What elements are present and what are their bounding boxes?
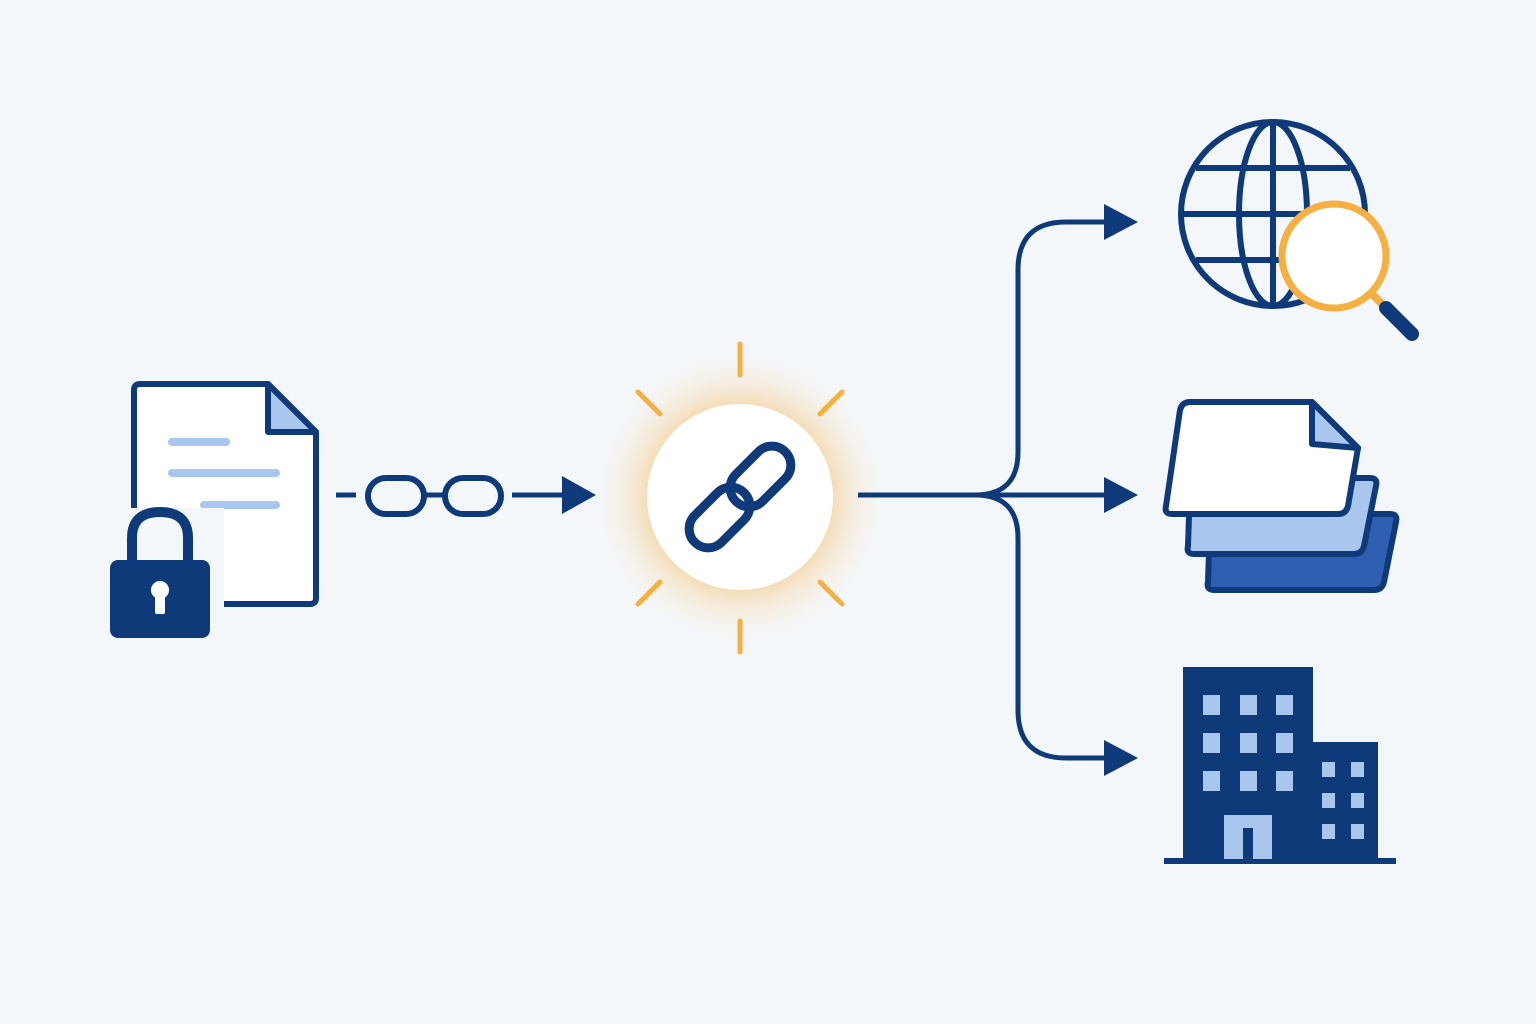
padlock-icon bbox=[100, 506, 224, 648]
branch-bottom bbox=[974, 492, 1110, 761]
office-building-icon bbox=[1164, 667, 1396, 864]
arrow-head-icon bbox=[1104, 477, 1138, 513]
building-windows bbox=[1203, 695, 1364, 839]
branch-top bbox=[974, 219, 1110, 498]
branch-connectors bbox=[858, 219, 1110, 761]
chain-connector bbox=[336, 475, 596, 517]
arrow-head-icon bbox=[562, 476, 596, 514]
chain-link-2 bbox=[442, 475, 504, 517]
arrow-head-icon bbox=[1104, 204, 1138, 240]
sparkle-rays bbox=[635, 341, 845, 655]
document-fold bbox=[1309, 399, 1361, 451]
building-door bbox=[1224, 815, 1272, 859]
globe-search-icon bbox=[1178, 119, 1419, 341]
arrow-head-icon bbox=[1104, 740, 1138, 776]
magnifier-icon bbox=[1278, 200, 1419, 341]
chain-link-1 bbox=[365, 475, 427, 517]
link-icon bbox=[684, 441, 796, 553]
hub-link-node bbox=[595, 341, 885, 655]
stacked-documents-icon bbox=[1162, 399, 1400, 593]
locked-document-icon bbox=[100, 381, 319, 648]
